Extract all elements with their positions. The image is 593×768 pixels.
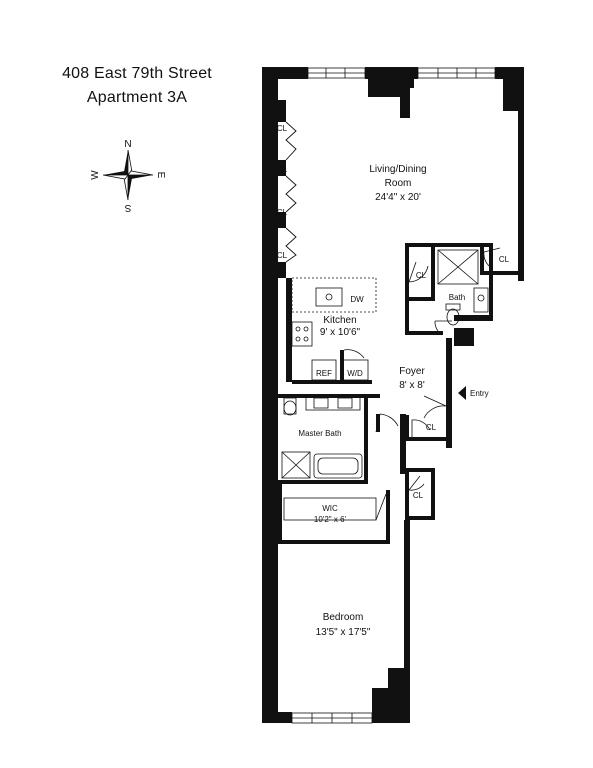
compass-icon: N S E W — [90, 139, 166, 213]
dishwasher-label: DW — [350, 295, 364, 304]
address-line: 408 East 79th Street — [62, 65, 212, 82]
closet-label: CL — [499, 255, 510, 264]
living-room-dims: 24'4" x 20' — [375, 192, 421, 203]
windows — [291, 67, 496, 724]
foyer-name: Foyer — [399, 366, 425, 377]
living-room-name-2: Room — [385, 178, 412, 189]
closet-label: CL — [416, 271, 427, 280]
apartment-line: Apartment 3A — [86, 89, 188, 106]
closet-label: CL — [277, 124, 288, 133]
compass-south: S — [124, 202, 131, 213]
closet-label: CL — [277, 208, 288, 217]
living-room-name-1: Living/Dining — [369, 164, 426, 175]
washer-dryer-label: W/D — [347, 369, 363, 378]
closet-label: CL — [413, 491, 424, 500]
bath-fixtures — [281, 249, 489, 521]
compass-north: N — [124, 139, 131, 150]
bedroom-dims: 13'5" x 17'5" — [316, 627, 371, 638]
exterior-walls — [262, 67, 524, 723]
foyer-dims: 8' x 8' — [399, 380, 425, 391]
kitchen-fixtures — [291, 277, 377, 381]
entry-label: Entry — [470, 389, 489, 398]
wic-name: WIC — [322, 504, 338, 513]
door-swings — [375, 247, 501, 521]
interior-walls — [278, 100, 518, 544]
kitchen-dims: 9' x 10'6" — [320, 327, 361, 338]
master-bath-name: Master Bath — [298, 429, 341, 438]
entry-arrow-icon — [458, 386, 466, 400]
compass-west: W — [90, 170, 101, 180]
closet-label: CL — [277, 165, 288, 174]
refrigerator-label: REF — [316, 369, 332, 378]
bath-name: Bath — [449, 293, 465, 302]
closet-label: CL — [277, 251, 288, 260]
listing-title: 408 East 79th Street Apartment 3A — [42, 62, 232, 110]
closet-label: CL — [426, 423, 437, 432]
compass-east: E — [155, 172, 166, 179]
kitchen-name: Kitchen — [323, 315, 356, 326]
closet-doors — [285, 121, 297, 263]
bedroom-name: Bedroom — [323, 612, 364, 623]
wic-dims: 10'2" x 6' — [314, 515, 347, 524]
